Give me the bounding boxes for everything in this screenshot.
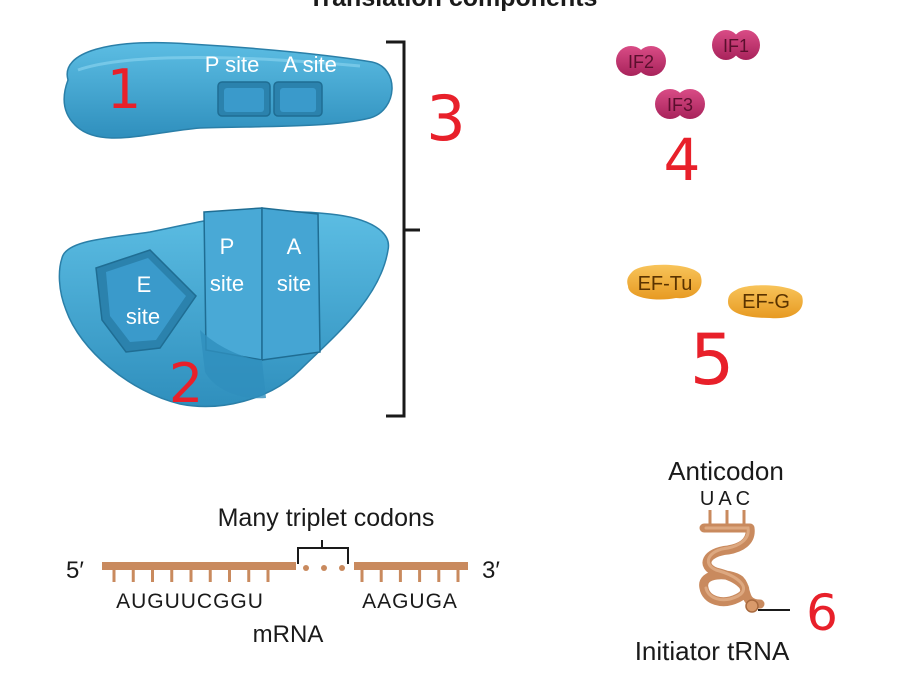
mrna-right-sequence: AAGUGA xyxy=(362,590,458,613)
if3-protein: IF3 xyxy=(655,89,705,119)
ef-g-protein: EF-G xyxy=(728,285,803,319)
initiator-trna-name: Initiator tRNA xyxy=(635,636,790,666)
if3-label: IF3 xyxy=(667,95,693,115)
large-e-site-label-line2: site xyxy=(126,304,160,329)
handwritten-number-4: 4 xyxy=(664,126,701,194)
small-p-site-label: P site xyxy=(205,52,260,77)
small-ribosomal-subunit: P site A site xyxy=(63,41,393,139)
trna-acceptor-end xyxy=(745,599,759,613)
large-a-site-label-line1: A xyxy=(287,234,302,259)
small-a-site-label: A site xyxy=(283,52,337,77)
anticodon-label: Anticodon xyxy=(668,456,784,486)
three-prime-label: 3′ xyxy=(482,557,500,584)
mrna-name: mRNA xyxy=(253,621,324,648)
large-ribosomal-subunit: E site P site A site xyxy=(58,207,390,408)
ef-tu-label: EF-Tu xyxy=(638,273,693,295)
large-p-site-label-line2: site xyxy=(210,271,244,296)
ef-tu-protein: EF-Tu xyxy=(627,264,702,300)
mrna-strand xyxy=(102,540,468,582)
handwritten-number-1: 1 xyxy=(107,58,141,121)
large-e-site-label-line1: E xyxy=(137,272,152,297)
handwritten-number-2: 2 xyxy=(169,352,203,415)
if1-label: IF1 xyxy=(723,36,749,56)
if2-label: IF2 xyxy=(628,52,654,72)
handwritten-number-6: 6 xyxy=(806,584,838,642)
five-prime-label: 5′ xyxy=(66,557,84,584)
codon-bracket xyxy=(297,540,349,564)
mrna-left-sequence: AUGUUCGGU xyxy=(116,590,264,613)
handwritten-number-5: 5 xyxy=(690,319,735,401)
large-a-site-label-line2: site xyxy=(277,271,311,296)
if1-protein: IF1 xyxy=(712,30,760,60)
handwritten-number-3: 3 xyxy=(426,82,465,155)
diagram-title: Translation components xyxy=(309,0,598,12)
anticodon-sequence: UAC xyxy=(700,488,754,510)
ribosome-bracket xyxy=(386,40,420,418)
if2-protein: IF2 xyxy=(616,46,666,76)
codons-label: Many triplet codons xyxy=(218,504,435,532)
ef-g-label: EF-G xyxy=(742,291,790,313)
large-p-site-label-line1: P xyxy=(220,234,235,259)
initiator-trna-molecule xyxy=(699,510,790,613)
